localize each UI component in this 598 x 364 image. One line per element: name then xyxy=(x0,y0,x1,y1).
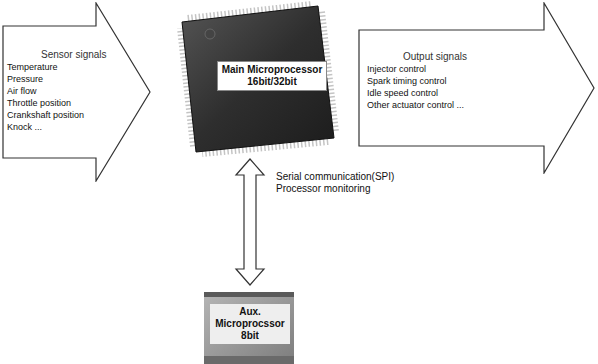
signal-item: Temperature xyxy=(7,61,107,73)
chip-label: Aux. Microprocssor xyxy=(214,306,286,330)
block-arrow: Output signalsInjector controlSpark timi… xyxy=(358,2,596,174)
signal-item: Throttle position xyxy=(7,97,107,109)
chip-label: 16bit/32bit xyxy=(222,76,323,88)
arrow-heading: Sensor signals xyxy=(7,48,107,61)
signal-item: Pressure xyxy=(7,73,107,85)
signal-item: Idle speed control xyxy=(367,87,467,99)
double-arrow xyxy=(236,159,264,285)
main-chip-picture xyxy=(182,6,334,152)
arrow-heading: Output signals xyxy=(367,50,467,63)
chip-module: Main Microprocessor16bit/32bit xyxy=(168,0,340,154)
block-arrow: Sensor signalsTemperaturePressureAir flo… xyxy=(2,2,152,182)
signal-item: Injector control xyxy=(367,63,467,75)
chip-module: Aux. Microprocssor8bit xyxy=(202,290,298,364)
signal-item: Spark timing control xyxy=(367,75,467,87)
edge-label: Serial communication(SPI) Processor moni… xyxy=(274,170,418,196)
signal-item: Crankshaft position xyxy=(7,109,107,121)
chip-label-box: Main Microprocessor16bit/32bit xyxy=(217,61,328,91)
chip-label-box: Aux. Microprocssor8bit xyxy=(210,304,290,344)
signal-item: Other actuator control ... xyxy=(367,99,467,111)
aux-chip-picture xyxy=(204,292,294,364)
signal-item: Knock ... xyxy=(7,121,107,133)
chip-label: 8bit xyxy=(214,330,286,342)
chip-label: Main Microprocessor xyxy=(222,64,323,76)
signal-item: Air flow xyxy=(7,85,107,97)
